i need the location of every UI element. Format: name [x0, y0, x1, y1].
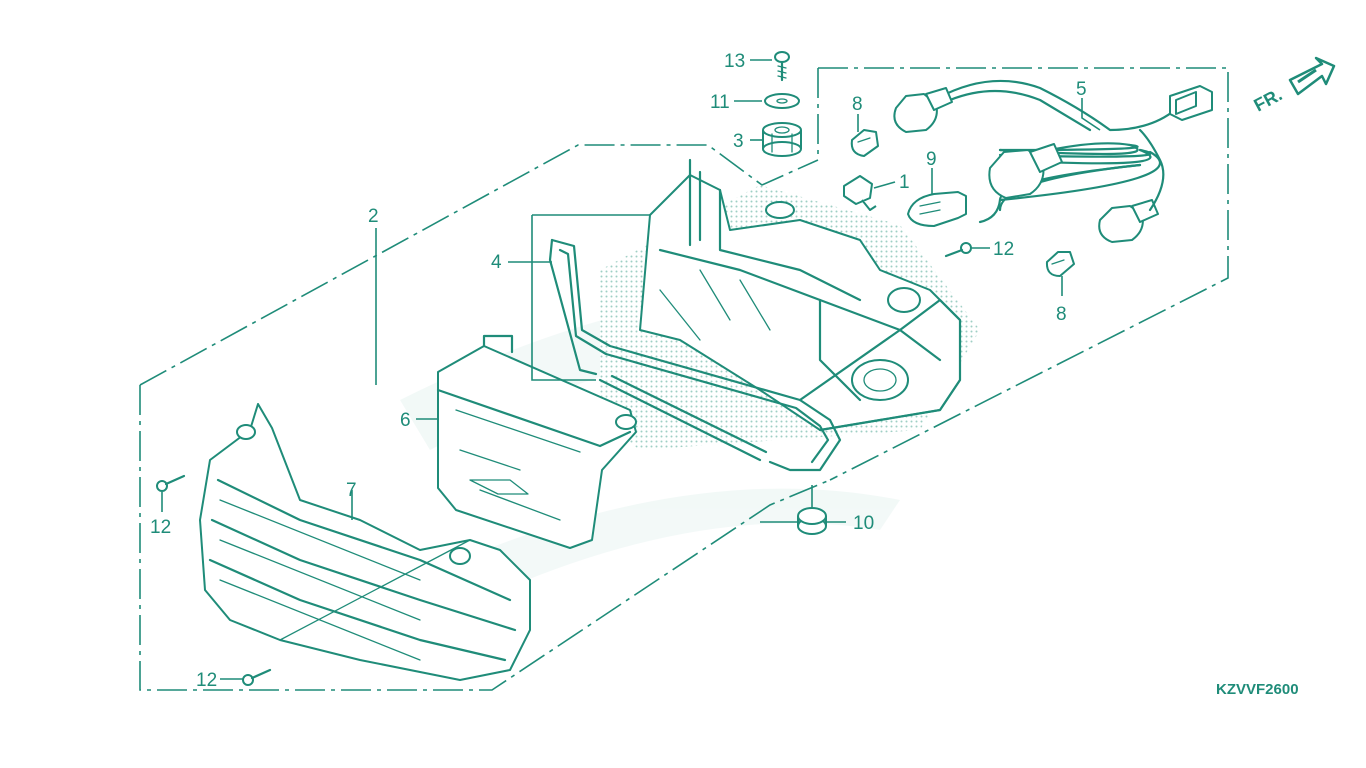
- callout-13: 13: [724, 51, 745, 72]
- housing-base: [600, 158, 980, 450]
- drawing-code: KZVVF2600: [1216, 681, 1299, 698]
- socket-1: [843, 175, 877, 211]
- assembly-frame-2: [139, 144, 831, 691]
- bulb-8-lower: [1045, 251, 1075, 277]
- outer-lens-7: [199, 403, 531, 681]
- callout-8-lower: 8: [1056, 304, 1067, 325]
- screw-12-bottom: [242, 668, 272, 686]
- callout-11: 11: [710, 92, 730, 113]
- callout-3: 3: [733, 131, 744, 152]
- callout-2: 2: [368, 206, 379, 227]
- front-direction-arrow: [1288, 56, 1336, 96]
- callout-8-upper: 8: [852, 94, 863, 115]
- callout-7: 7: [346, 480, 357, 501]
- callout-12-left: 12: [150, 517, 171, 538]
- screw-12-right: [944, 242, 972, 258]
- grommet-10: [797, 507, 827, 535]
- callout-5: 5: [1076, 79, 1087, 100]
- direction-label: FR.: [1250, 84, 1285, 115]
- callout-6: 6: [400, 410, 411, 431]
- bulb-9: [907, 191, 967, 227]
- grommet-3: [762, 122, 802, 157]
- screw-13: [774, 51, 790, 82]
- washer-11: [764, 93, 800, 109]
- wire-harness-5: [893, 79, 1213, 243]
- callouts: 13 11 3 1 2 4 5 6 7 8 8 9 10 12 12 12: [150, 51, 1087, 691]
- callout-4: 4: [491, 252, 502, 273]
- callout-12-right: 12: [993, 239, 1014, 260]
- callout-9: 9: [926, 149, 937, 170]
- bulb-8-upper: [850, 129, 879, 157]
- seal-4: [548, 238, 962, 472]
- callout-1: 1: [899, 172, 910, 193]
- callout-10: 10: [853, 513, 874, 534]
- callout-12-bottom: 12: [196, 670, 217, 691]
- screw-12-left: [156, 474, 186, 492]
- lens-6: [436, 334, 637, 549]
- assembly-frame-5: [817, 67, 1229, 481]
- leader-lines: [161, 59, 1101, 680]
